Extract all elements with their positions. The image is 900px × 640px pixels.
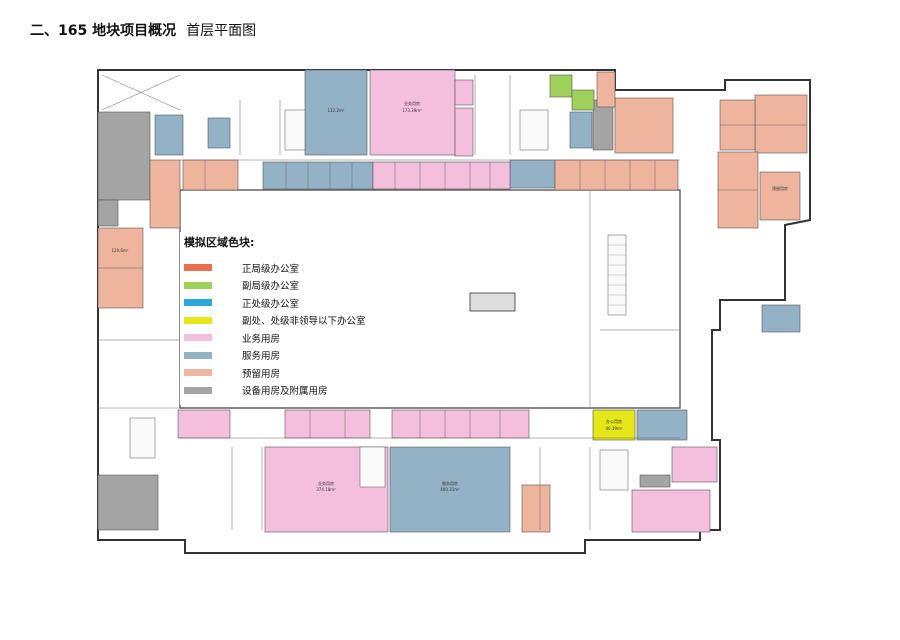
legend-swatch — [184, 299, 212, 307]
legend-swatch — [184, 369, 212, 377]
legend-swatch — [184, 334, 212, 342]
room-area-north-pink: 173.39m² — [402, 108, 422, 113]
page-title: 二、165 地块项目概况首层平面图 — [30, 20, 256, 40]
building-outline — [97, 69, 811, 554]
legend-swatch — [184, 264, 212, 272]
legend-label: 正处级办公室 — [242, 298, 300, 310]
legend-swatch — [184, 281, 212, 289]
equipment-rooms — [97, 99, 671, 531]
page-title-main: 二、165 地块项目概况 — [30, 23, 177, 39]
room-area-north-blue: 132.2m² — [328, 108, 345, 113]
legend-item: 正局级办公室 — [184, 259, 366, 277]
room-label-east-reserved: 预留用房 — [772, 185, 788, 191]
room-label-north-pink: 业务用房 — [404, 100, 420, 106]
legend-label: 服务用房 — [242, 351, 281, 363]
legend-label: 副局级办公室 — [242, 281, 300, 293]
legend-label: 正局级办公室 — [242, 263, 300, 275]
office-rooms — [549, 74, 636, 441]
legend-label: 业务用房 — [242, 333, 281, 345]
legend-label: 设备用房及附属用房 — [242, 386, 328, 398]
legend: 模拟区域色块: 正局级办公室 副局级办公室 正处级办公室 副处、处级非领导以下办… — [180, 232, 372, 405]
legend-item: 服务用房 — [184, 347, 366, 365]
legend-swatch — [184, 351, 212, 359]
legend-swatch — [184, 316, 212, 324]
room-area-south-pink: 374.18m² — [316, 487, 336, 492]
stair-treads — [608, 244, 626, 306]
legend-label: 预留用房 — [242, 368, 281, 380]
page-subtitle: 首层平面图 — [186, 23, 257, 39]
business-rooms — [177, 69, 718, 533]
room-label-south-blue: 服务用房 — [442, 480, 458, 486]
legend-item: 设备用房及附属用房 — [184, 382, 366, 400]
service-rooms — [154, 69, 801, 533]
room-label-yellow-office: 办公用房 — [606, 418, 622, 424]
legend-label: 副处、处级非领导以下办公室 — [242, 316, 366, 328]
room-label-south-pink: 业务用房 — [318, 480, 334, 486]
legend-item: 业务用房 — [184, 329, 366, 347]
courtyard-pavilion — [469, 292, 516, 312]
legend-item: 正处级办公室 — [184, 294, 366, 312]
legend-title: 模拟区域色块: — [184, 236, 255, 249]
legend-swatch — [184, 386, 212, 394]
room-area-south-blue: 400.31m² — [440, 487, 460, 492]
legend-item: 副处、处级非领导以下办公室 — [184, 312, 366, 330]
room-area-west-reserved: 120.6m² — [112, 248, 129, 253]
room-area-yellow-office: 40.19m² — [606, 426, 623, 431]
legend-item: 预留用房 — [184, 364, 366, 382]
legend-item: 副局级办公室 — [184, 277, 366, 295]
partitions — [98, 74, 807, 530]
